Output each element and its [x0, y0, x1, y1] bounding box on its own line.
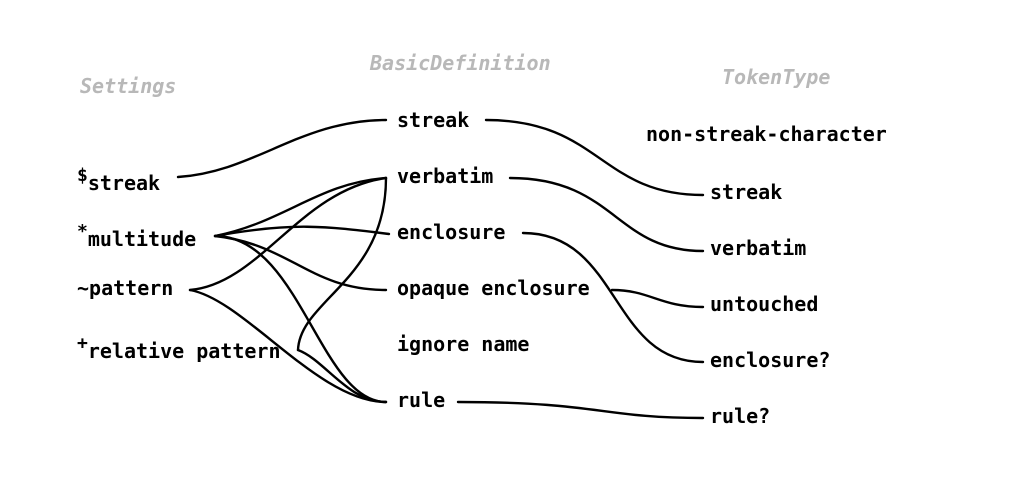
token-node-verbatim: verbatim — [710, 236, 807, 260]
basic-node-opaque-enclosure: opaque enclosure — [397, 276, 590, 300]
basic-node-enclosure: enclosure — [397, 220, 506, 244]
basic-node-rule: rule — [397, 388, 446, 412]
token-node-untouched: untouched — [710, 292, 819, 316]
header-token-type: TokenType — [722, 65, 831, 89]
header-basic-definition: BasicDefinition — [370, 51, 551, 75]
token-node-streak: streak — [710, 180, 783, 204]
edge-relative-pattern-to-rule — [296, 348, 388, 404]
token-node-enclosure: enclosure? — [710, 348, 831, 372]
settings-node-pattern: ~pattern — [77, 278, 173, 298]
header-settings: Settings — [80, 74, 177, 98]
settings-node-streak: $streak — [77, 165, 161, 195]
basic-node-verbatim: verbatim — [397, 164, 494, 188]
settings-prefix: ~ — [77, 276, 90, 300]
edge-streak-to-streak-token — [484, 118, 705, 197]
basic-node-streak: streak — [397, 108, 470, 132]
edge-multitude-to-verbatim — [213, 176, 388, 238]
edge-enclosure-to-enclosure-token — [521, 231, 705, 364]
edge-verbatim-to-verbatim-token — [508, 176, 705, 253]
settings-node-relative-pattern: +relative pattern — [77, 333, 281, 363]
edge-pattern-to-rule — [188, 288, 388, 404]
edge-rule-to-rule-token — [456, 400, 705, 420]
basic-node-ignore-name: ignore name — [397, 332, 530, 356]
settings-name: pattern — [89, 276, 174, 300]
token-node-non-streak-character: non-streak-character — [646, 122, 887, 146]
edge-streak-to-streak — [176, 118, 388, 179]
settings-prefix: * — [77, 221, 88, 242]
settings-name: streak — [87, 171, 161, 195]
token-node-rule: rule? — [710, 404, 771, 428]
edge-opaque-enclosure-to-untouched — [610, 288, 705, 309]
settings-prefix: $ — [77, 165, 88, 186]
edge-multitude-to-enclosure — [213, 225, 391, 238]
settings-name: multitude — [87, 227, 197, 251]
settings-node-multitude: *multitude — [77, 221, 197, 251]
settings-name: relative pattern — [87, 339, 281, 363]
edge-relative-pattern-to-verbatim — [296, 176, 388, 352]
settings-prefix: + — [77, 333, 88, 354]
edge-multitude-to-rule — [213, 234, 388, 404]
edge-pattern-to-verbatim — [188, 176, 388, 292]
